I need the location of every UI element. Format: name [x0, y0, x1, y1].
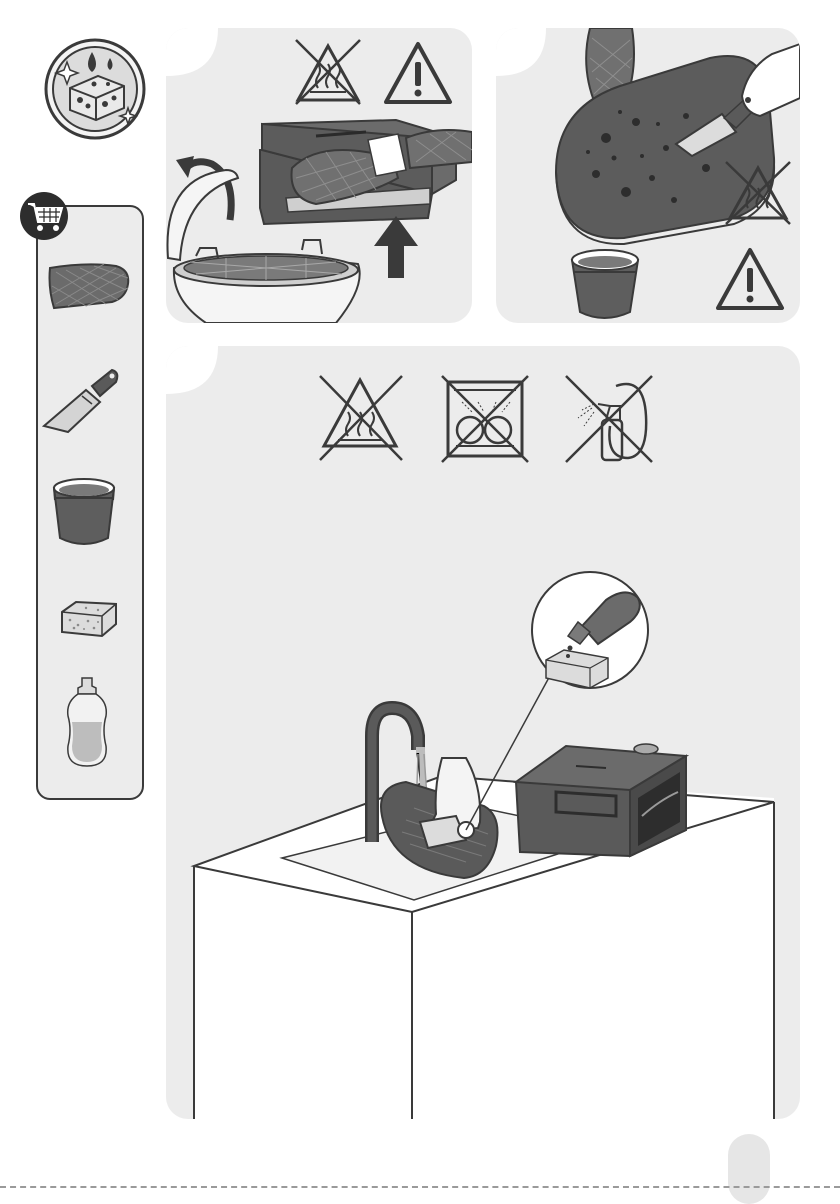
- dish-soap-icon: [62, 676, 112, 770]
- oven-glove-icon: [46, 258, 132, 318]
- cleaning-sponge-icon: [42, 36, 148, 142]
- no-spray-cleaner-icon: [566, 376, 652, 462]
- step-3-panel: [166, 346, 800, 1119]
- shopping-cart-icon: [16, 186, 72, 242]
- warning-icon: [718, 250, 782, 308]
- no-dishwasher-icon: [442, 376, 528, 462]
- step-2-panel: [496, 28, 800, 323]
- step-1-panel: [166, 28, 472, 323]
- warning-icon: [386, 44, 450, 102]
- bowl-of-water-icon: [50, 474, 118, 550]
- no-hot-surface-icon: [320, 376, 402, 460]
- scraper-icon: [42, 368, 122, 436]
- page-number-tab: [728, 1134, 770, 1204]
- crop-line: [0, 1186, 840, 1188]
- sponge-icon: [58, 598, 120, 640]
- no-hot-surface-icon: [296, 40, 360, 104]
